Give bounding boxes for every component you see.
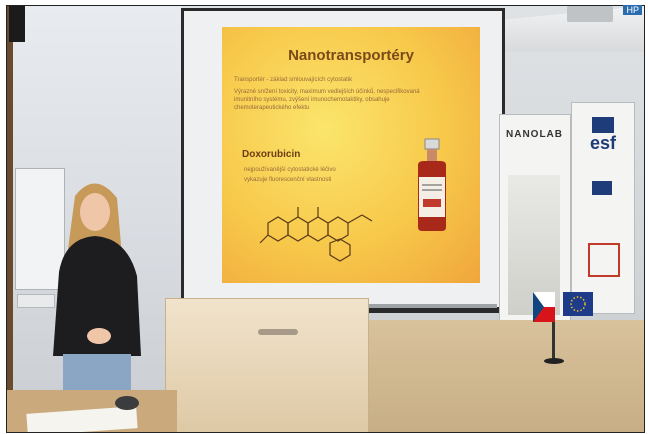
op-logo-icon [588, 243, 620, 277]
slide-bullet: chemoterapeutického efektu [234, 105, 310, 111]
projection-screen: Nanotransportéry Transportér - základ sm… [181, 8, 505, 313]
slide-sub-bullet: vykazuje fluorescenční vlastnosti [244, 177, 332, 183]
wall-panel [15, 168, 65, 290]
ceiling-projector [567, 6, 613, 22]
esf-banner: esf [571, 102, 635, 314]
conference-table [367, 320, 644, 432]
banner-graphic [508, 175, 560, 315]
slide-bullet: Transportér - základ smlouvajících cytos… [234, 77, 353, 83]
slide-bullet: imunitního systému, zvýšení imunochemota… [234, 97, 390, 103]
flag-stand [552, 292, 555, 362]
slide-bullet: Výrazné snížení toxicity, maximum vedlej… [234, 89, 420, 95]
flag-stand-base [544, 358, 564, 364]
wall-speaker [9, 6, 25, 42]
presentation-slide: Nanotransportéry Transportér - základ sm… [222, 27, 480, 283]
eu-logo-icon [592, 181, 612, 195]
doxorubicin-structure-icon [259, 207, 373, 262]
presenter [53, 183, 141, 404]
computer-mouse [115, 396, 139, 410]
power-outlets [17, 294, 55, 308]
drug-vial-icon [418, 138, 446, 231]
esf-logo: esf [590, 133, 617, 153]
lectern-handle [258, 329, 298, 335]
door-edge [7, 6, 13, 432]
czech-flag-icon [533, 292, 555, 322]
slide-title: Nanotransportéry [288, 47, 414, 64]
lectern [165, 298, 369, 432]
slide-subheading: Doxorubicin [242, 149, 301, 160]
photo-frame: Nanotransportéry Transportér - základ sm… [6, 5, 645, 433]
slide-sub-bullet: nejpoužívanější cytostatické léčivo [244, 167, 336, 173]
nanolab-logo: NANOLAB [506, 129, 563, 140]
eu-flag-icon [592, 117, 614, 133]
eu-flag-icon [563, 292, 593, 316]
corner-badge: HP [623, 5, 642, 15]
